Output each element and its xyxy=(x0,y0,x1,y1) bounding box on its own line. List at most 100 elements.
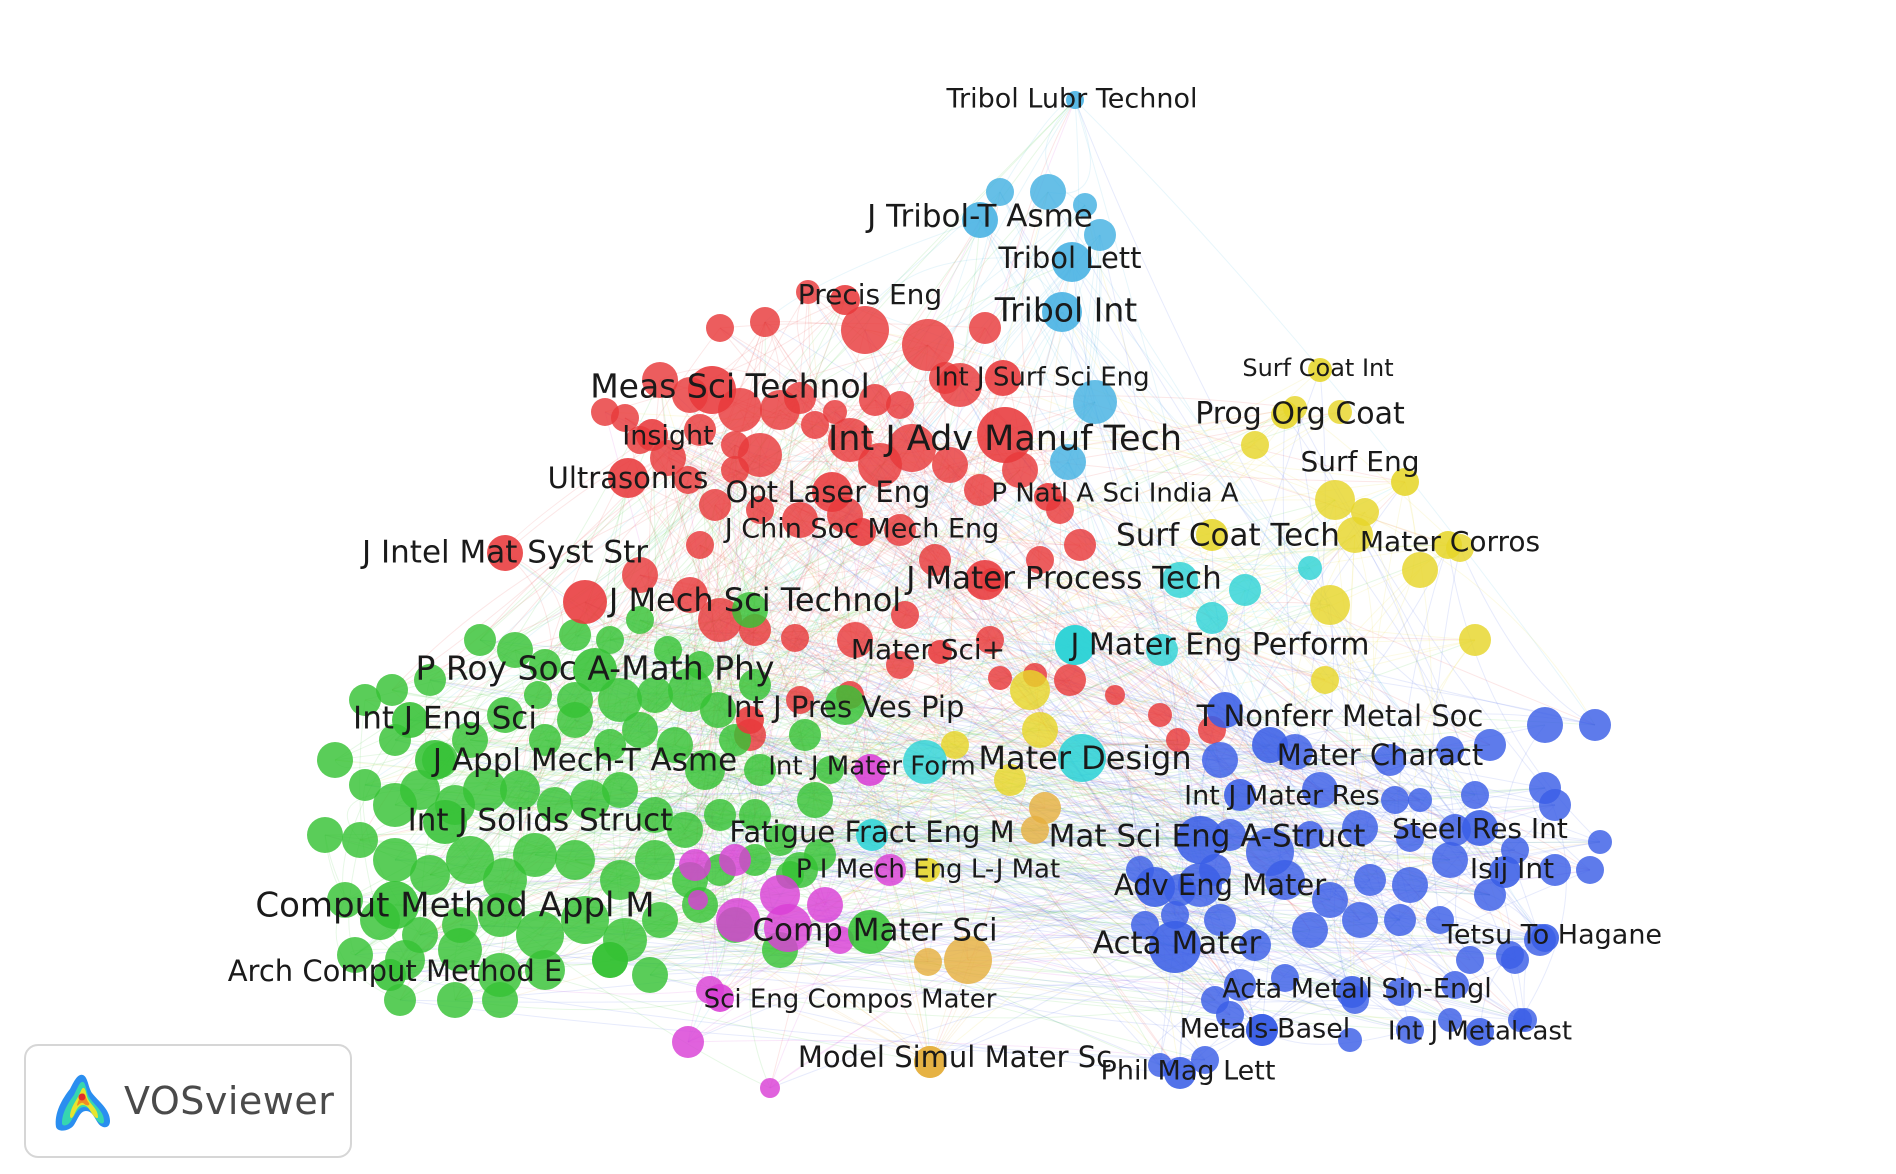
network-node[interactable] xyxy=(529,649,561,681)
network-node[interactable] xyxy=(1426,906,1454,934)
node-int-j-surf-sci-eng[interactable] xyxy=(985,360,1021,396)
network-node[interactable] xyxy=(642,362,678,398)
network-node[interactable] xyxy=(1474,729,1506,761)
network-node[interactable] xyxy=(635,840,675,880)
network-node[interactable] xyxy=(1265,860,1305,900)
network-node[interactable] xyxy=(657,727,693,763)
network-node[interactable] xyxy=(668,668,712,712)
network-node[interactable] xyxy=(1010,670,1050,710)
network-node[interactable] xyxy=(1241,431,1269,459)
network-node[interactable] xyxy=(1338,1028,1362,1052)
network-node[interactable] xyxy=(327,882,363,918)
network-node[interactable] xyxy=(342,822,378,858)
network-node[interactable] xyxy=(782,502,818,538)
network-node[interactable] xyxy=(888,424,936,472)
node-p-roy-soc-a-math-phy[interactable] xyxy=(573,648,617,692)
network-node[interactable] xyxy=(679,849,711,881)
network-node[interactable] xyxy=(919,544,951,576)
network-node[interactable] xyxy=(686,531,714,559)
network-node[interactable] xyxy=(1396,824,1424,852)
network-node[interactable] xyxy=(516,911,564,959)
network-node[interactable] xyxy=(463,768,507,812)
network-node[interactable] xyxy=(1312,882,1348,918)
node-ultrasonics[interactable] xyxy=(608,458,648,498)
network-node[interactable] xyxy=(1408,788,1432,812)
network-node[interactable] xyxy=(1239,929,1271,961)
network-node[interactable] xyxy=(384,984,416,1016)
network-node[interactable] xyxy=(1022,712,1058,748)
network-node[interactable] xyxy=(699,489,731,521)
network-node[interactable] xyxy=(816,756,844,784)
network-node[interactable] xyxy=(570,780,610,820)
network-node[interactable] xyxy=(410,855,450,895)
network-node[interactable] xyxy=(672,577,708,613)
network-node[interactable] xyxy=(704,799,736,831)
network-node[interactable] xyxy=(738,433,782,477)
network-node[interactable] xyxy=(1224,969,1256,1001)
node-mat-sci-eng-a-struct[interactable] xyxy=(1176,816,1224,864)
network-node[interactable] xyxy=(796,280,820,304)
network-node[interactable] xyxy=(1310,585,1350,625)
network-node[interactable] xyxy=(529,724,561,756)
network-node[interactable] xyxy=(497,632,533,668)
network-node[interactable] xyxy=(964,474,996,506)
network-node[interactable] xyxy=(886,651,914,679)
network-node[interactable] xyxy=(807,887,843,923)
network-node[interactable] xyxy=(781,624,809,652)
node-insight[interactable] xyxy=(636,419,668,451)
network-node[interactable] xyxy=(1315,480,1355,520)
network-node[interactable] xyxy=(438,928,482,972)
network-node[interactable] xyxy=(969,312,1001,344)
network-node[interactable] xyxy=(837,622,873,658)
network-node[interactable] xyxy=(760,1078,780,1098)
network-node[interactable] xyxy=(482,982,518,1018)
network-node[interactable] xyxy=(688,890,708,910)
network-node[interactable] xyxy=(1456,946,1484,974)
network-node[interactable] xyxy=(1292,912,1328,948)
network-node[interactable] xyxy=(719,844,751,876)
network-node[interactable] xyxy=(841,306,889,354)
network-node[interactable] xyxy=(994,764,1026,796)
network-node[interactable] xyxy=(1204,904,1236,936)
network-node[interactable] xyxy=(317,742,353,778)
network-node[interactable] xyxy=(1146,634,1178,666)
network-node[interactable] xyxy=(884,514,916,546)
network-node[interactable] xyxy=(1461,781,1489,809)
network-node[interactable] xyxy=(1162,562,1198,598)
node-int-j-mater-form[interactable] xyxy=(854,754,886,786)
network-node[interactable] xyxy=(1396,1016,1424,1044)
network-node[interactable] xyxy=(1441,971,1469,999)
network-node[interactable] xyxy=(596,626,624,654)
network-node[interactable] xyxy=(828,418,872,462)
network-node[interactable] xyxy=(944,936,992,984)
network-node[interactable] xyxy=(557,702,593,738)
node-comput-method-appl-m[interactable] xyxy=(371,881,419,929)
node-t-nonferr-metal-soc[interactable] xyxy=(1207,692,1243,728)
network-node[interactable] xyxy=(478,893,522,937)
network-node[interactable] xyxy=(414,664,446,696)
network-node[interactable] xyxy=(622,557,658,593)
network-node[interactable] xyxy=(1342,902,1378,938)
network-node[interactable] xyxy=(1029,792,1061,824)
network-node[interactable] xyxy=(750,307,780,337)
node-j-mater-eng-perform[interactable] xyxy=(1055,625,1095,665)
network-node[interactable] xyxy=(400,770,440,810)
network-node[interactable] xyxy=(1539,789,1571,821)
network-node[interactable] xyxy=(684,414,716,446)
network-node[interactable] xyxy=(988,666,1012,690)
network-node[interactable] xyxy=(1539,854,1571,886)
network-node[interactable] xyxy=(525,950,565,990)
network-node[interactable] xyxy=(594,729,626,761)
network-node[interactable] xyxy=(1432,842,1468,878)
network-node[interactable] xyxy=(452,722,488,758)
network-node[interactable] xyxy=(826,926,854,954)
node-prog-org-coat[interactable] xyxy=(1271,401,1299,429)
network-node[interactable] xyxy=(513,833,557,877)
node-mater-design[interactable] xyxy=(1058,734,1106,782)
network-node[interactable] xyxy=(637,677,673,713)
node-mater-charact[interactable] xyxy=(1252,727,1288,763)
network-node[interactable] xyxy=(1588,830,1612,854)
network-node[interactable] xyxy=(1202,742,1238,778)
network-node[interactable] xyxy=(1030,174,1066,210)
network-node[interactable] xyxy=(1148,703,1172,727)
